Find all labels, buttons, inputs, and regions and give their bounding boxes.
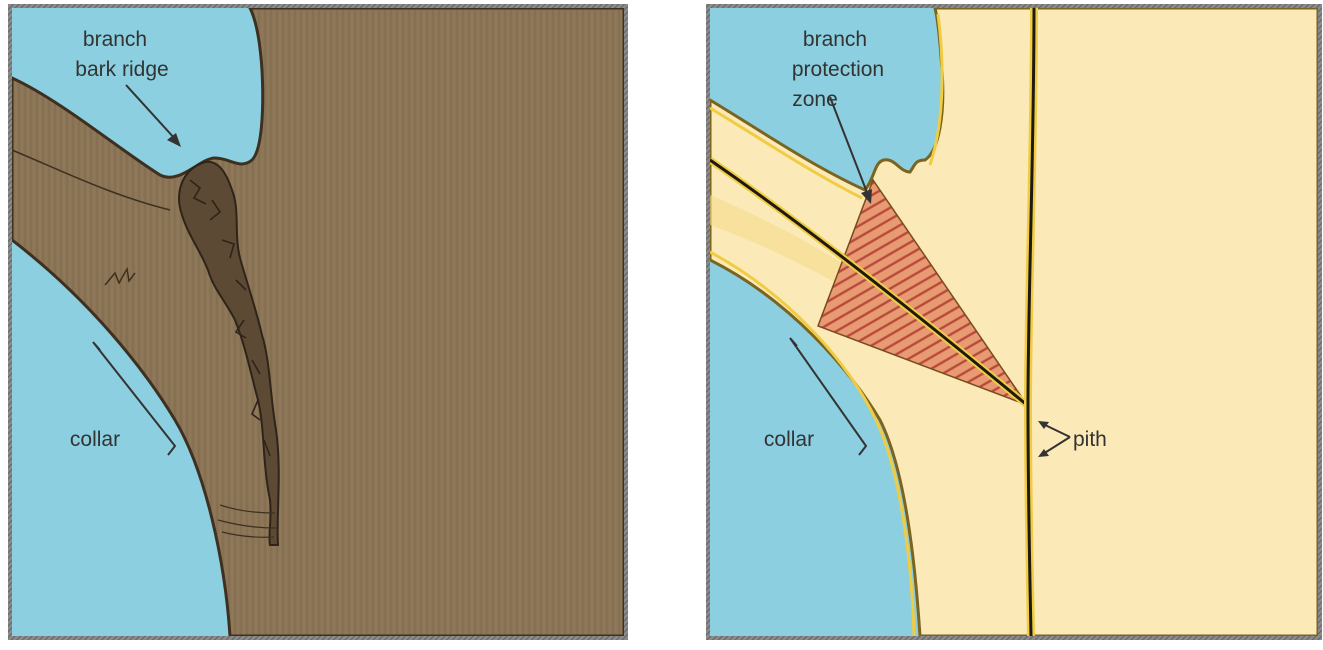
right-label-collar: collar: [764, 428, 814, 451]
left-label-ridge-1: branch: [83, 28, 147, 51]
right-label-pith: pith: [1073, 428, 1107, 451]
right-label-zone-1: branch: [803, 28, 867, 51]
left-label-collar: collar: [70, 428, 120, 451]
right-label-zone-3: zone: [792, 88, 838, 111]
right-label-zone-2: protection: [792, 58, 884, 81]
left-panel: branch bark ridge collar: [8, 4, 628, 640]
right-panel: branch protection zone collar pith: [706, 4, 1322, 640]
left-label-ridge-2: bark ridge: [75, 58, 168, 81]
